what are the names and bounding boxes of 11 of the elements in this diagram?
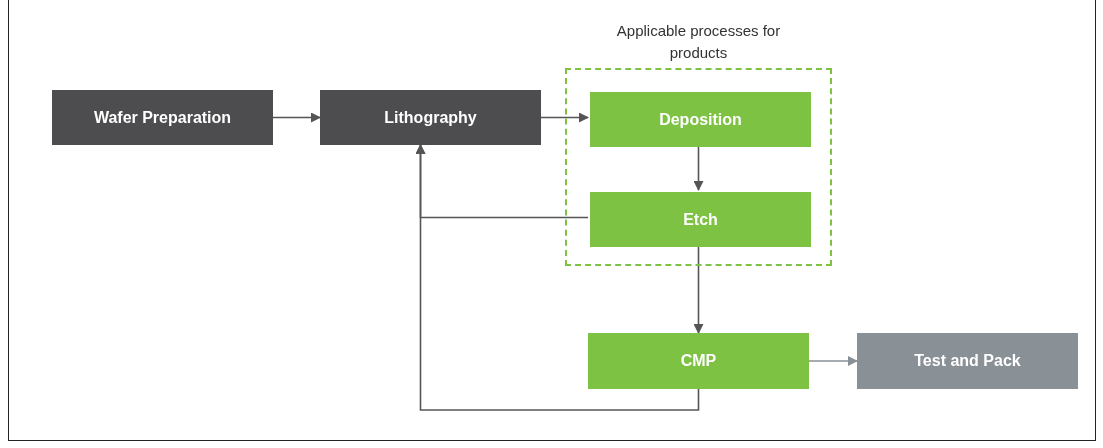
process-box: CMP	[588, 333, 809, 389]
process-box: Test and Pack	[857, 333, 1078, 389]
arrow	[272, 112, 321, 123]
arrow	[540, 112, 589, 123]
group-heading: Applicable processes for products	[615, 21, 782, 63]
process-box: Wafer Preparation	[52, 90, 273, 145]
arrow	[808, 356, 858, 366]
arrow	[415, 144, 700, 411]
process-box: Etch	[590, 192, 811, 247]
process-box: Deposition	[590, 92, 811, 147]
process-box: Lithography	[320, 90, 541, 145]
